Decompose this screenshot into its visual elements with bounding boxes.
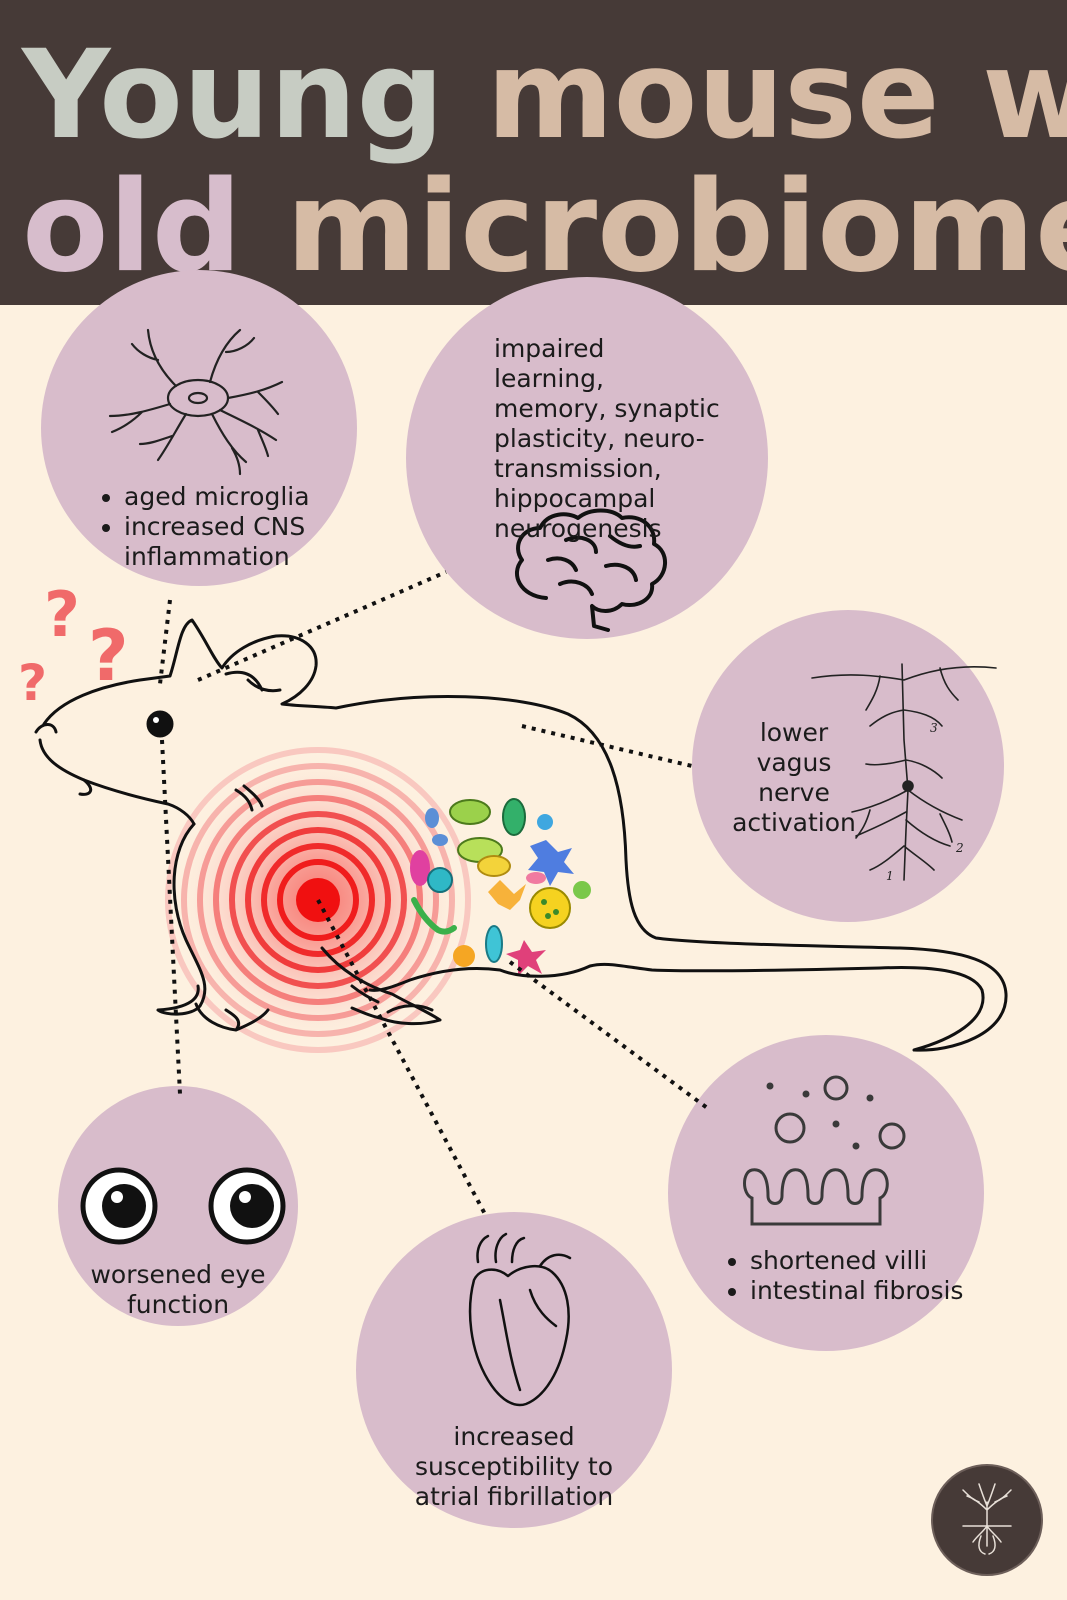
svg-text:?: ? bbox=[44, 578, 80, 651]
title-line-2: old microbiome bbox=[22, 152, 1067, 302]
connector-lines bbox=[158, 570, 712, 1217]
heart-text: increased susceptibility to atrial fibri… bbox=[414, 1422, 614, 1511]
svg-text:2: 2 bbox=[955, 841, 964, 855]
tree-icon bbox=[962, 1483, 1012, 1555]
microglia-item-1: aged microglia bbox=[124, 482, 352, 512]
villi-text: shortened villi intestinal fibrosis bbox=[718, 1246, 982, 1306]
heart-icon bbox=[468, 1232, 572, 1407]
svg-text:3: 3 bbox=[930, 721, 938, 735]
brain-callout bbox=[406, 277, 768, 639]
eye-text: worsened eye function bbox=[90, 1260, 266, 1319]
title-word-microbiome: microbiome bbox=[285, 153, 1067, 300]
svg-text:?: ? bbox=[88, 615, 129, 697]
brain-icon bbox=[515, 508, 667, 632]
title-word-mouse-with: mouse with bbox=[486, 24, 1067, 166]
villi-icon bbox=[743, 1075, 906, 1226]
title-banner: Young mouse with old microbiome bbox=[0, 0, 1067, 305]
title-word-young: Young bbox=[22, 24, 444, 166]
svg-text:1: 1 bbox=[886, 869, 894, 883]
villi-item-2: intestinal fibrosis bbox=[750, 1276, 982, 1306]
microbes-icon bbox=[410, 798, 591, 976]
tree-logo bbox=[931, 1464, 1043, 1576]
microglia-item-2: increased CNS inflammation bbox=[124, 512, 352, 572]
microglia-callout bbox=[41, 270, 357, 586]
vagus-text: lower vagus nerve activation bbox=[732, 718, 856, 837]
nerve-figure-labels: 3 2 1 bbox=[886, 721, 964, 883]
nerve-cell-drawing bbox=[811, 663, 997, 881]
vagus-callout bbox=[692, 610, 1004, 922]
svg-text:?: ? bbox=[18, 654, 47, 712]
confusion-icon: ? ? ? bbox=[18, 578, 129, 712]
mouse-drawing bbox=[34, 618, 1008, 1052]
title-line-1: Young mouse with bbox=[22, 20, 1067, 170]
brain-text: impaired learning, memory, synaptic plas… bbox=[494, 334, 720, 543]
microglia-text: aged microglia increased CNS inflammatio… bbox=[92, 482, 352, 572]
neuron-icon bbox=[108, 328, 284, 476]
villi-item-1: shortened villi bbox=[750, 1246, 982, 1276]
eyes-icon bbox=[80, 1167, 286, 1245]
